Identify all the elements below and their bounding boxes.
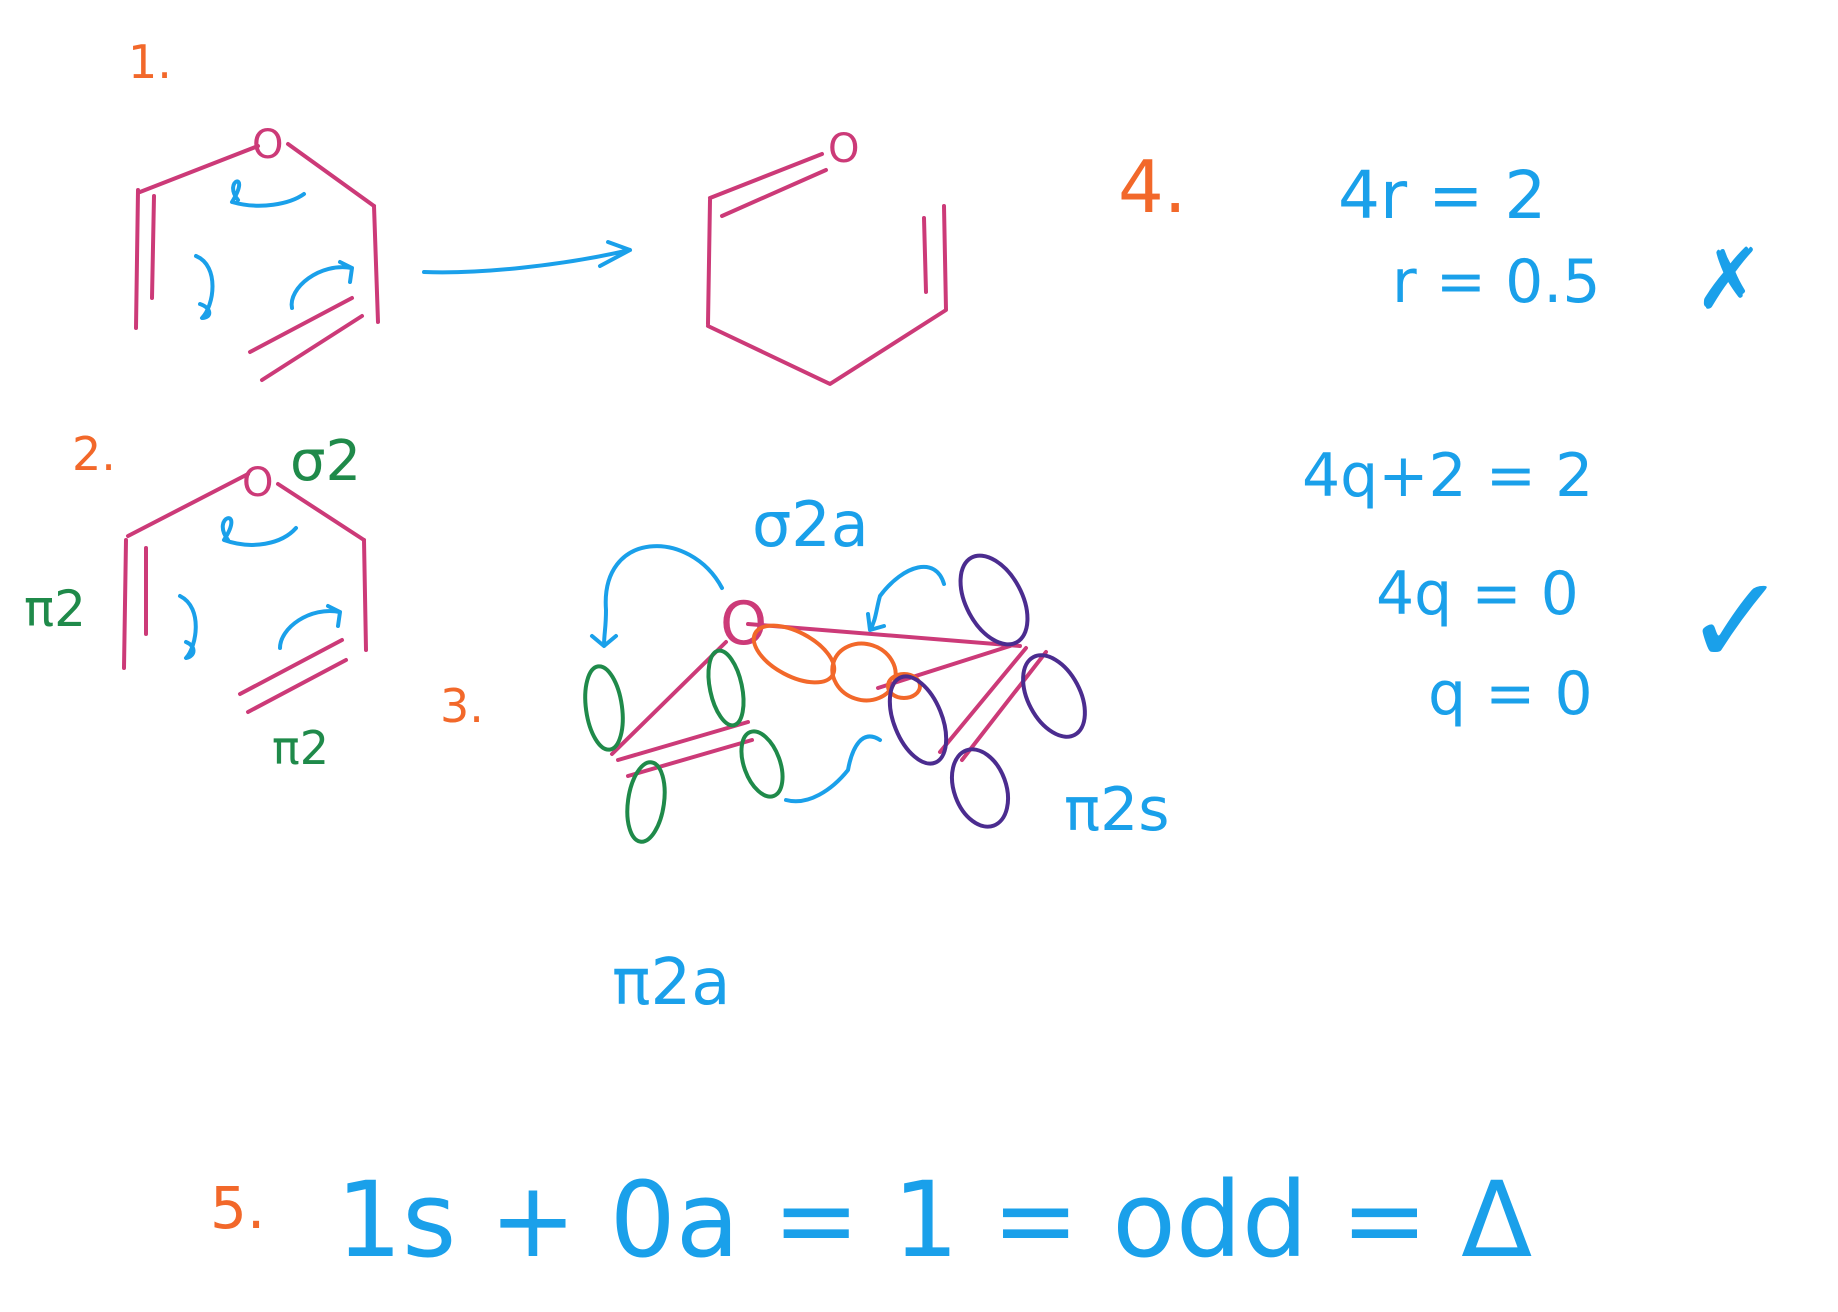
part2-pi-bottom-label: π2 — [272, 721, 329, 775]
part3-green-p-orbitals — [583, 648, 785, 844]
part2-oxygen-atom: O — [242, 460, 273, 506]
part4-line-5: q = 0 — [1428, 659, 1593, 729]
part3-electron-arrows — [590, 544, 946, 804]
part5-equation: 1s + 0a = 1 = odd = Δ — [336, 1159, 1532, 1281]
part1-product-ring — [706, 152, 948, 386]
part3-pi-bottom-label: π2a — [612, 946, 730, 1020]
part2-sigma-label: σ2 — [290, 429, 361, 494]
part3-pi-right-label: π2s — [1064, 775, 1170, 845]
part1-electron-arrows — [194, 179, 354, 320]
part4-right-mark: ✓ — [1684, 550, 1788, 694]
part2-ring — [122, 472, 368, 714]
section-label-1: 1. — [128, 35, 172, 89]
part4-line-4: 4q = 0 — [1376, 559, 1579, 629]
part4-line-1: 4r = 2 — [1338, 157, 1546, 234]
part3-orange-sigma-orbitals — [751, 623, 922, 703]
part1-product-oxygen: O — [828, 126, 859, 172]
section-label-4: 4. — [1118, 145, 1187, 229]
part2-electron-arrows — [178, 516, 342, 660]
part3-purple-p-orbitals — [887, 553, 1087, 829]
part4-line-2: r = 0.5 — [1392, 247, 1601, 317]
part4-line-3: 4q+2 = 2 — [1302, 441, 1593, 511]
part1-reactant-ring — [134, 142, 380, 382]
part1-reaction-arrow — [422, 240, 632, 275]
section-label-5: 5. — [210, 1174, 265, 1242]
part1-oxygen-atom: O — [252, 122, 283, 168]
part4-wrong-mark: ✗ — [1694, 230, 1764, 328]
part2-pi-left-label: π2 — [24, 580, 86, 638]
part3-sigma-label: σ2a — [752, 488, 869, 561]
section-label-3: 3. — [440, 679, 484, 733]
section-label-2: 2. — [72, 427, 116, 481]
part3-oxygen-atom: O — [720, 589, 767, 659]
